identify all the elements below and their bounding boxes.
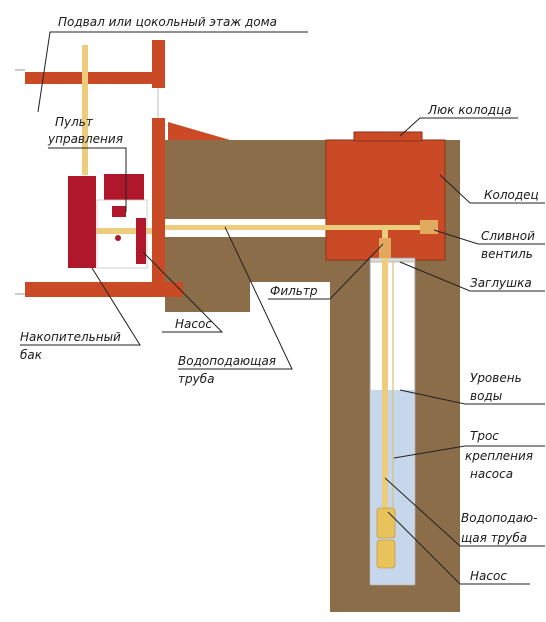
leader-house-pump — [142, 251, 224, 333]
control-panel-outline — [96, 199, 148, 269]
leader-well-pump — [387, 511, 530, 585]
label-water-level-1: Уровень — [470, 371, 522, 385]
label-drain-valve-2: вентиль — [481, 247, 533, 261]
submersible-pump-bottom — [376, 539, 396, 569]
leader-hatch — [399, 117, 518, 137]
supply-pipe-horizontal — [165, 225, 422, 230]
basement-ceiling-outer-wall — [152, 40, 165, 88]
label-control-panel-1: Пульт — [55, 115, 94, 129]
label-cable-2: крепления — [465, 449, 533, 463]
label-well-pump: Насос — [470, 569, 507, 583]
leader-filter — [268, 243, 384, 300]
label-well-pipe-1: Водоподаю- — [461, 511, 537, 525]
accumulator-tank — [68, 176, 96, 268]
leader-lines — [20, 31, 545, 585]
label-cable-1: Трос — [470, 429, 499, 443]
well-pipe-vertical — [382, 230, 388, 514]
house-pump-unit — [136, 218, 146, 264]
control-panel-switch — [112, 206, 126, 217]
control-panel-box — [104, 174, 144, 200]
label-water-level-2: воды — [470, 389, 502, 403]
leader-plug — [399, 261, 545, 292]
submersible-pump-top — [376, 507, 396, 539]
leader-accumulator — [20, 267, 141, 346]
leader-well — [439, 174, 545, 204]
label-well-pipe-2: щая труба — [461, 531, 527, 545]
horizontal-house-pipe — [82, 228, 152, 234]
drain-valve — [420, 220, 438, 234]
leader-control-panel — [48, 147, 127, 212]
leader-water-level — [399, 389, 545, 405]
basement-wall — [152, 118, 165, 282]
plug — [369, 257, 416, 263]
label-cable-3: насоса — [470, 467, 513, 481]
vertical-house-pipe — [82, 45, 88, 175]
well-hatch — [353, 131, 423, 142]
label-supply-pipe-1: Водоподающая — [178, 354, 276, 368]
basement-ceiling — [25, 72, 160, 84]
leader-supply-pipe — [178, 226, 293, 370]
pressure-gauge — [115, 235, 121, 241]
wall-flashing — [168, 122, 230, 140]
leader-drain-valve — [433, 229, 545, 245]
label-well-hatch: Люк колодца — [427, 103, 512, 117]
label-filter: Фильтр — [270, 284, 318, 298]
label-accumulator-2: бак — [20, 348, 43, 362]
label-basement: Подвал или цокольный этаж дома — [58, 15, 277, 29]
label-control-panel-2: управления — [47, 132, 123, 146]
label-well: Колодец — [484, 188, 539, 202]
label-house-pump: Насос — [175, 317, 212, 331]
filter — [379, 238, 391, 258]
label-supply-pipe-2: труба — [178, 372, 214, 386]
label-accumulator-1: Накопительный — [20, 330, 121, 344]
label-drain-valve-1: Сливной — [481, 229, 535, 243]
leader-cable — [393, 445, 545, 459]
leader-basement — [37, 31, 308, 113]
label-plug: Заглушка — [470, 276, 532, 290]
basement-floor — [25, 282, 183, 297]
leader-well-pipe — [384, 477, 545, 547]
